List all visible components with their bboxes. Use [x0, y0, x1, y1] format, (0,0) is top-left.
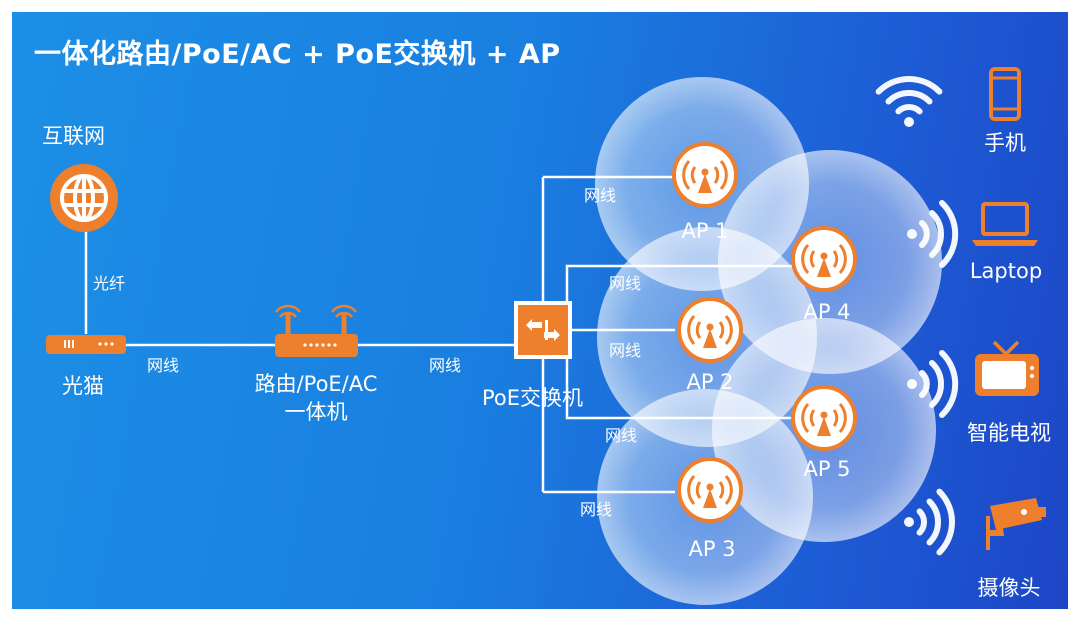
ap2-label: AP 2 — [686, 370, 734, 394]
ap2-icon — [677, 297, 743, 363]
cable-ap4 — [565, 264, 792, 312]
modem-icon — [46, 335, 126, 354]
cable-label-ap2: 网线 — [609, 341, 642, 360]
globe-icon — [50, 164, 118, 232]
camera-icon — [986, 498, 1046, 550]
ap1-icon — [672, 142, 738, 208]
ap1-label: AP 1 — [681, 219, 729, 243]
cable-label-ap3: 网线 — [580, 500, 613, 519]
device-label-laptop: Laptop — [969, 259, 1043, 283]
device-label-camera: 摄像头 — [977, 576, 1041, 600]
ap4-label: AP 4 — [803, 300, 851, 324]
modem-label: 光猫 — [62, 374, 104, 398]
router-icon — [275, 304, 358, 357]
ap5-label: AP 5 — [803, 457, 851, 481]
cable-label-ap5: 网线 — [605, 426, 638, 445]
page-title: 一体化路由/PoE/AC + PoE交换机 + AP — [34, 39, 561, 70]
ap4-icon — [791, 226, 857, 292]
device-label-phone: 手机 — [984, 131, 1026, 155]
connection-lines — [84, 175, 792, 494]
fiber-label: 光纤 — [93, 274, 126, 293]
wifi-signal-phone — [875, 76, 943, 127]
poe-switch-icon — [514, 301, 572, 359]
wifi-signal-camera — [904, 488, 955, 556]
internet-label: 互联网 — [42, 124, 105, 148]
tv-icon — [975, 340, 1039, 396]
ap3-label: AP 3 — [688, 537, 736, 561]
diagram-graphics — [46, 67, 1046, 605]
laptop-icon — [972, 202, 1038, 246]
device-label-tv: 智能电视 — [967, 421, 1051, 445]
wifi-signal-laptop — [907, 200, 959, 268]
ap3-icon — [677, 457, 743, 523]
phone-icon — [989, 67, 1021, 121]
ap5-icon — [791, 385, 857, 451]
router-label-line2: 一体机 — [284, 400, 348, 425]
router-label-line1: 路由/PoE/AC — [254, 372, 378, 396]
switch-label: PoE交换机 — [482, 386, 584, 410]
wifi-signal-tv — [907, 350, 959, 418]
cable-label-modem-router: 网线 — [147, 356, 180, 375]
cable-ap5 — [565, 357, 792, 420]
cable-label-router-switch: 网线 — [429, 356, 462, 375]
cable-label-ap4: 网线 — [609, 274, 642, 293]
router-label: 路由/PoE/AC 一体机 — [255, 370, 378, 427]
cable-label-ap1: 网线 — [584, 186, 617, 205]
diagram-canvas: AP 1 AP 2 AP 3 AP 4 AP 5 一体化路由/PoE/AC + PoE交… — [12, 12, 1068, 609]
